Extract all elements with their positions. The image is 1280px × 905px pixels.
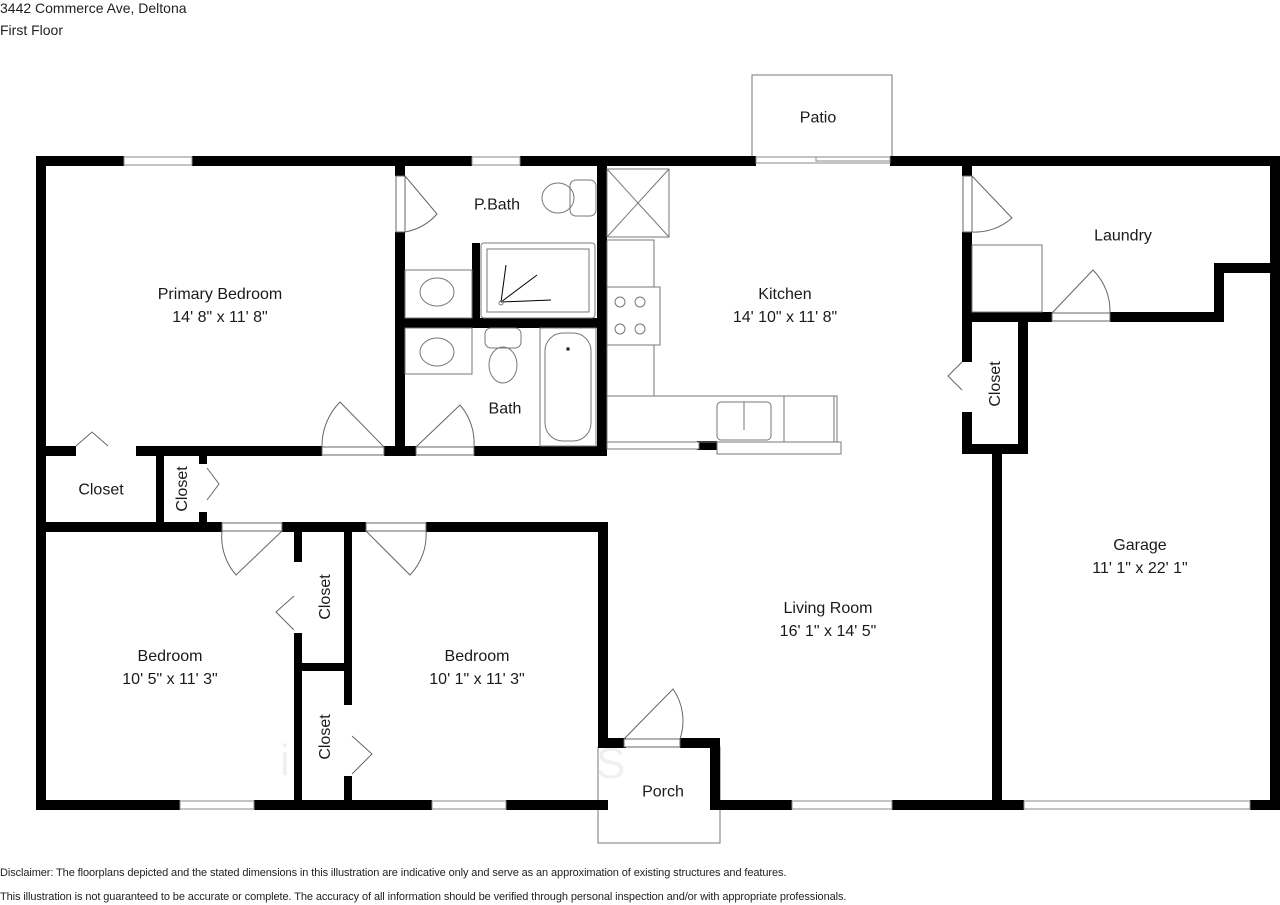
- room-name: Garage: [1113, 536, 1167, 554]
- room-dimensions: 16' 1" x 14' 5": [779, 623, 877, 640]
- property-address: 3442 Commerce Ave, Deltona: [0, 0, 187, 16]
- room-dimensions: 11' 1" x 22' 1": [1092, 560, 1188, 577]
- room-label-closet-hall-small: Closet: [174, 466, 191, 512]
- room-dimensions: 14' 10" x 11' 8": [732, 309, 838, 326]
- room-dimensions: 14' 8" x 11' 8": [172, 309, 268, 326]
- room-dimensions: 10' 5" x 11' 3": [122, 671, 218, 688]
- room-name: Kitchen: [758, 285, 812, 303]
- room-label-bath: Bath: [489, 397, 522, 420]
- stove: [606, 286, 661, 346]
- room-name: P.Bath: [474, 196, 520, 214]
- room-label-closet-east: Closet: [987, 361, 1004, 407]
- refrigerator: [606, 168, 670, 238]
- svg-text:i: i: [280, 736, 290, 785]
- dishwasher: [783, 395, 835, 443]
- room-name: Living Room: [783, 599, 873, 617]
- room-label-laundry: Laundry: [1094, 224, 1152, 247]
- room-label-living-room: Living Room 16' 1" x 14' 5": [780, 597, 877, 643]
- room-name: Closet: [78, 481, 124, 499]
- room-label-closet-mid-lower: Closet: [317, 714, 334, 760]
- floor-label: First Floor: [0, 22, 63, 38]
- room-dimensions: 10' 1" x 11' 3": [429, 671, 525, 688]
- room-label-closet-mid-upper: Closet: [317, 574, 334, 620]
- room-name: Patio: [799, 109, 837, 127]
- room-name: Bedroom: [444, 647, 510, 665]
- disclaimer-line-2: This illustration is not guaranteed to b…: [0, 891, 847, 903]
- exterior-outlines: [597, 74, 893, 844]
- room-label-bedroom-right: Bedroom 10' 1" x 11' 3": [429, 645, 524, 691]
- room-label-bedroom-left: Bedroom 10' 5" x 11' 3": [122, 645, 217, 691]
- windows: [123, 156, 1251, 810]
- room-label-kitchen: Kitchen 14' 10" x 11' 8": [733, 283, 837, 329]
- room-label-porch: Porch: [642, 780, 684, 803]
- laundry-fixtures: [971, 244, 1043, 313]
- walls: [36, 156, 1280, 810]
- room-name: Bath: [488, 400, 522, 418]
- doors: [75, 175, 1111, 775]
- bath-fixtures: [404, 179, 597, 447]
- room-label-primary-bedroom: Primary Bedroom 14' 8" x 11' 8": [158, 283, 282, 329]
- room-label-p-bath: P.Bath: [474, 193, 520, 216]
- kitchen-fixtures: [606, 168, 842, 455]
- room-name: Bedroom: [137, 647, 203, 665]
- room-label-patio: Patio: [800, 106, 836, 129]
- room-name: Laundry: [1094, 227, 1152, 245]
- room-name: Porch: [642, 783, 684, 801]
- room-label-closet-hall-left: Closet: [78, 478, 123, 501]
- disclaimer-line-1: Disclaimer: The floorplans depicted and …: [0, 867, 787, 879]
- room-name: Primary Bedroom: [157, 285, 283, 303]
- room-label-garage: Garage 11' 1" x 22' 1": [1092, 534, 1187, 580]
